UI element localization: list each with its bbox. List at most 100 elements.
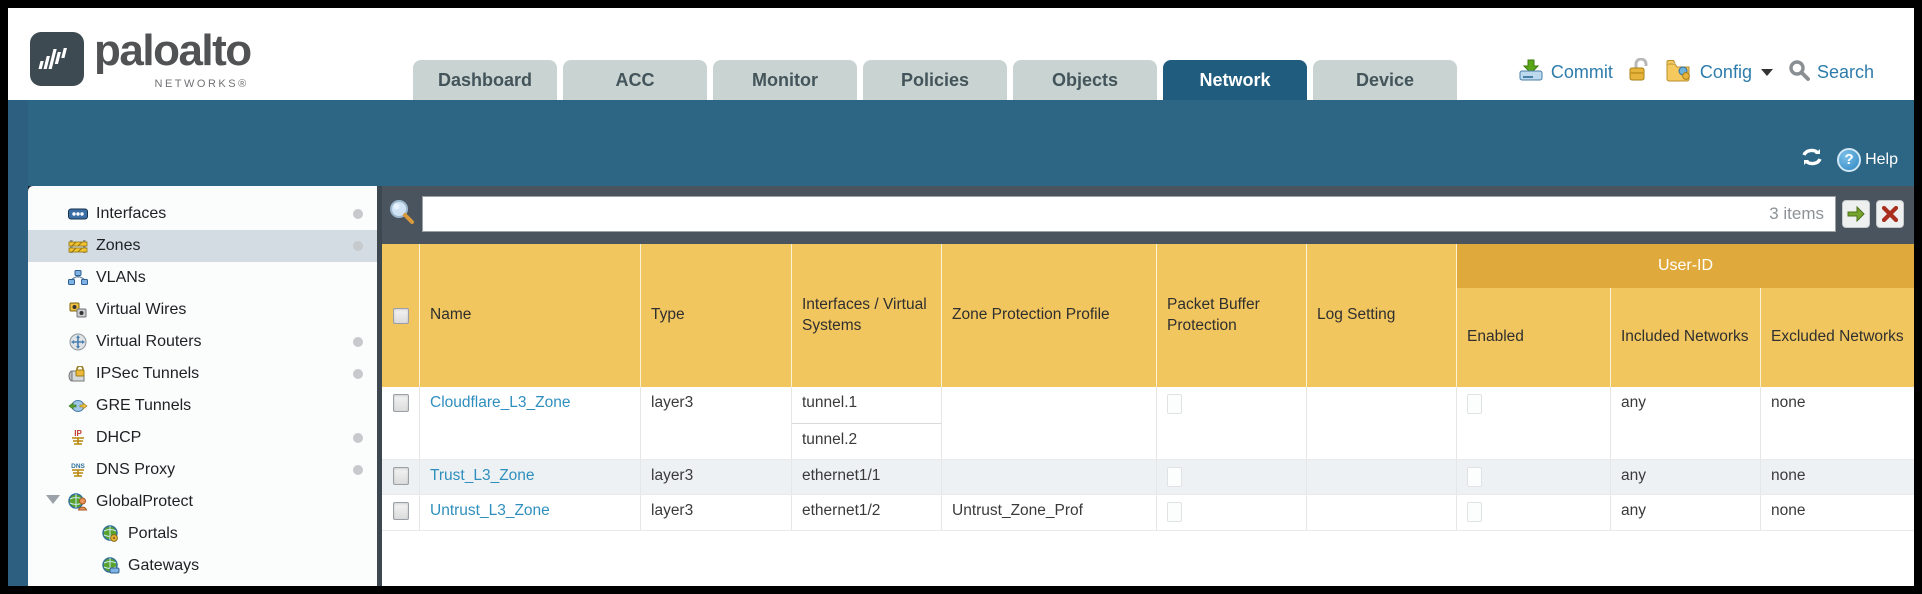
sidebar-item-label: IPSec Tunnels (96, 365, 200, 382)
table-header: Name Type Interfaces / Virtual Systems Z… (382, 244, 1914, 387)
left-strip (8, 100, 28, 586)
col-header-log-setting[interactable]: Log Setting (1307, 244, 1457, 387)
commit-icon (1518, 59, 1544, 86)
interfaces-icon (68, 205, 88, 223)
search-icon (1788, 59, 1810, 86)
select-all-checkbox[interactable] (392, 307, 409, 324)
tab-device[interactable]: Device (1313, 60, 1457, 100)
dhcp-icon: IP (68, 429, 88, 447)
network-sidebar: Interfaces Zones VLANs Virtual Wires (28, 186, 377, 586)
sidebar-item-label: VLANs (96, 269, 146, 286)
top-header: paloalto NETWORKS® Dashboard ACC Monitor… (8, 8, 1914, 100)
tab-monitor[interactable]: Monitor (713, 60, 857, 100)
help-label: Help (1865, 150, 1898, 168)
svg-text:DNS: DNS (71, 463, 85, 470)
sidebar-item-label: Gateways (128, 557, 200, 574)
zone-name-link[interactable]: Cloudflare_L3_Zone (430, 394, 571, 411)
expander-triangle-icon[interactable] (46, 495, 60, 504)
interface-item: tunnel.2 (792, 423, 941, 459)
apply-filter-arrow-icon (1847, 206, 1865, 222)
col-header-enabled[interactable]: Enabled (1457, 288, 1611, 387)
sidebar-item-ipsec-tunnels[interactable]: IPSec Tunnels (28, 358, 377, 390)
col-header-interfaces[interactable]: Interfaces / Virtual Systems (792, 244, 942, 387)
help-button[interactable]: ? Help (1837, 147, 1898, 172)
sidebar-item-label: GRE Tunnels (96, 397, 192, 414)
refresh-icon[interactable] (1799, 145, 1825, 174)
config-button[interactable]: Config (1699, 62, 1752, 82)
packet-buffer-protection-checkbox[interactable] (1167, 394, 1182, 414)
paloalto-logo-icon (30, 32, 84, 86)
filter-input-wrap: 3 items (422, 196, 1836, 232)
clear-filter-button[interactable] (1876, 200, 1904, 228)
col-header-packet-buffer-protection[interactable]: Packet Buffer Protection (1157, 244, 1307, 387)
filter-bar: 3 items (382, 186, 1914, 242)
search-button[interactable]: Search (1816, 62, 1874, 82)
user-id-group-header: User-ID (1457, 244, 1914, 288)
row-checkbox[interactable] (392, 394, 409, 412)
sidebar-item-label: Interfaces (96, 205, 167, 222)
gateways-icon (100, 557, 120, 575)
filter-search-icon (388, 198, 416, 231)
zone-type-cell: layer3 (641, 460, 792, 494)
sidebar-item-virtual-wires[interactable]: Virtual Wires (28, 294, 377, 326)
sidebar-item-portals[interactable]: Portals (28, 518, 377, 550)
app-content: paloalto NETWORKS® Dashboard ACC Monitor… (8, 8, 1914, 586)
sidebar-item-zones[interactable]: Zones (28, 230, 377, 262)
interface-item: ethernet1/2 (802, 502, 881, 519)
paloalto-logo: paloalto NETWORKS® (30, 26, 252, 90)
tab-dashboard[interactable]: Dashboard (413, 60, 557, 100)
sidebar-item-label: DNS Proxy (96, 461, 176, 478)
packet-buffer-protection-checkbox[interactable] (1167, 467, 1182, 487)
col-header-included-networks[interactable]: Included Networks (1611, 288, 1761, 387)
col-header-excluded-networks[interactable]: Excluded Networks (1771, 328, 1904, 346)
tab-policies[interactable]: Policies (863, 60, 1007, 100)
zone-interfaces-cell: ethernet1/2 (792, 495, 942, 530)
status-dot (353, 337, 363, 347)
vlans-icon (68, 269, 88, 287)
sidebar-item-gateways[interactable]: Gateways (28, 550, 377, 582)
excluded-networks-cell: none (1771, 394, 1806, 411)
sidebar-item-interfaces[interactable]: Interfaces (28, 198, 377, 230)
sidebar-item-vlans[interactable]: VLANs (28, 262, 377, 294)
virtual-wires-icon (68, 301, 88, 319)
commit-button[interactable]: Commit (1550, 62, 1613, 82)
col-header-type[interactable]: Type (641, 244, 792, 387)
user-id-enabled-checkbox[interactable] (1467, 502, 1482, 522)
user-id-enabled-checkbox[interactable] (1467, 394, 1482, 414)
virtual-routers-icon (68, 333, 88, 351)
row-checkbox[interactable] (392, 467, 409, 485)
config-dropdown-caret-icon[interactable] (1760, 69, 1773, 76)
col-header-name[interactable]: Name (420, 244, 641, 387)
tab-acc[interactable]: ACC (563, 60, 707, 100)
zone-protection-profile-cell (942, 387, 1157, 459)
included-networks-cell: any (1611, 460, 1761, 494)
items-count: 3 items (1769, 204, 1824, 223)
zone-name-link[interactable]: Untrust_L3_Zone (430, 502, 550, 519)
log-setting-cell (1307, 387, 1457, 459)
sidebar-item-dns-proxy[interactable]: DNS DNS Proxy (28, 454, 377, 486)
zone-name-link[interactable]: Trust_L3_Zone (430, 467, 535, 484)
config-icon (1665, 58, 1693, 87)
sidebar-item-virtual-routers[interactable]: Virtual Routers (28, 326, 377, 358)
status-dot (353, 465, 363, 475)
sidebar-item-dhcp[interactable]: IP DHCP (28, 422, 377, 454)
unlock-icon[interactable] (1628, 57, 1650, 87)
status-dot (353, 433, 363, 443)
packet-buffer-protection-checkbox[interactable] (1167, 502, 1182, 522)
sidebar-item-label: DHCP (96, 429, 142, 446)
sidebar-item-globalprotect[interactable]: GlobalProtect (28, 486, 377, 518)
sidebar-item-gre-tunnels[interactable]: GRE Tunnels (28, 390, 377, 422)
tab-objects[interactable]: Objects (1013, 60, 1157, 100)
clear-filter-x-icon (1882, 206, 1898, 222)
zone-protection-profile-cell: Untrust_Zone_Prof (942, 495, 1157, 530)
user-id-enabled-checkbox[interactable] (1467, 467, 1482, 487)
gre-tunnels-icon (68, 397, 88, 415)
sidebar-item-label: Portals (128, 525, 178, 542)
filter-input[interactable] (422, 196, 1836, 232)
sidebar-item-label: Virtual Routers (96, 333, 202, 350)
tab-network[interactable]: Network (1163, 60, 1307, 100)
apply-filter-button[interactable] (1842, 200, 1870, 228)
col-header-zone-protection-profile[interactable]: Zone Protection Profile (942, 244, 1157, 387)
row-checkbox[interactable] (392, 502, 409, 520)
